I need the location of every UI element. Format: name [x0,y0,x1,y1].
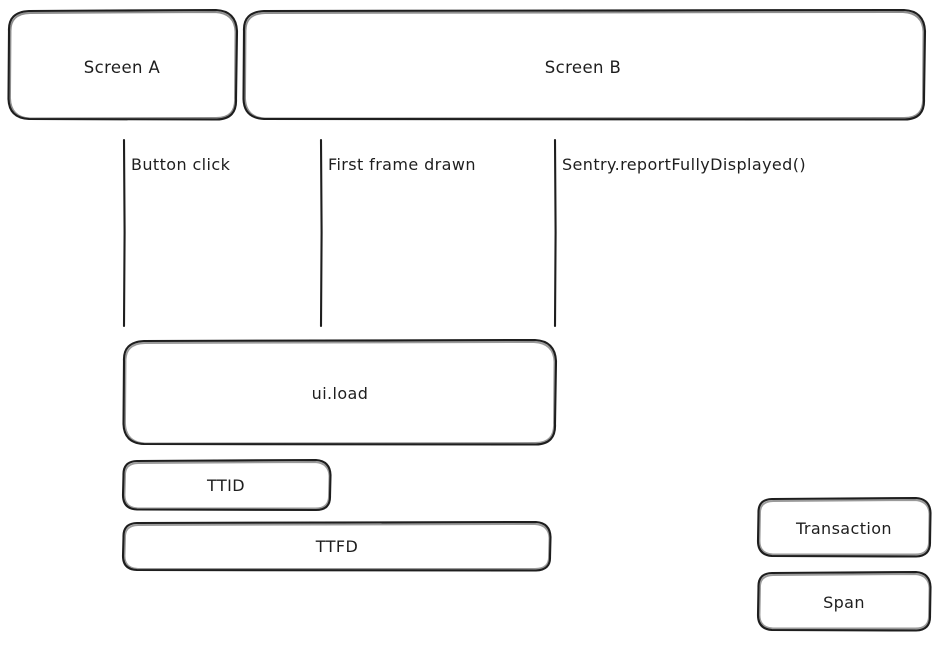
bar-ui-load-sketch [124,341,556,445]
tick-label-button-click: Button click [131,155,231,174]
screen-box-screen-a[interactable]: Screen A [7,8,239,121]
legend-transaction-swatch [756,496,932,558]
timeline-tick-button-click: Button click [122,138,231,328]
bar-ttid-label: TTID [206,476,245,495]
bar-ttfd-sketch [123,523,551,570]
tick-line-report-fully-displayed [553,138,557,328]
screen-b-outline-sketch [244,11,925,120]
timeline-tick-report-fully-displayed: Sentry.reportFullyDisplayed() [553,138,806,328]
screen-a-label: Screen A [84,58,161,77]
tick-line-first-frame-drawn [319,138,323,328]
legend-item-transaction[interactable]: Transaction [756,496,932,558]
legend-transaction-label: Transaction [795,519,892,538]
legend-transaction-swatch-sketch [758,499,931,556]
screen-a-outline-sketch [9,11,237,120]
bar-ttid[interactable]: TTID [121,458,332,512]
screen-a-outline [7,8,239,121]
bar-ui-load-label: ui.load [312,384,369,403]
legend-span-swatch [756,570,932,632]
legend-span-swatch-sketch [758,573,931,630]
bar-ttid-sketch [123,461,331,510]
tick-label-report-fully-displayed: Sentry.reportFullyDisplayed() [562,155,806,174]
tick-label-first-frame-drawn: First frame drawn [328,155,476,174]
screen-b-outline [242,8,927,121]
screen-box-screen-b[interactable]: Screen B [242,8,927,121]
bar-ttfd-label: TTFD [315,537,358,556]
legend-item-span[interactable]: Span [756,570,932,632]
bar-ui-load-shape [122,338,558,446]
legend-span-label: Span [823,593,865,612]
bar-ui-load[interactable]: ui.load [122,338,558,446]
tick-line-button-click [122,138,126,328]
bar-ttid-shape [121,458,332,512]
timeline-tick-first-frame-drawn: First frame drawn [319,138,476,328]
bar-ttfd[interactable]: TTFD [121,520,552,572]
screen-b-label: Screen B [545,58,622,77]
bar-ttfd-shape [121,520,552,572]
